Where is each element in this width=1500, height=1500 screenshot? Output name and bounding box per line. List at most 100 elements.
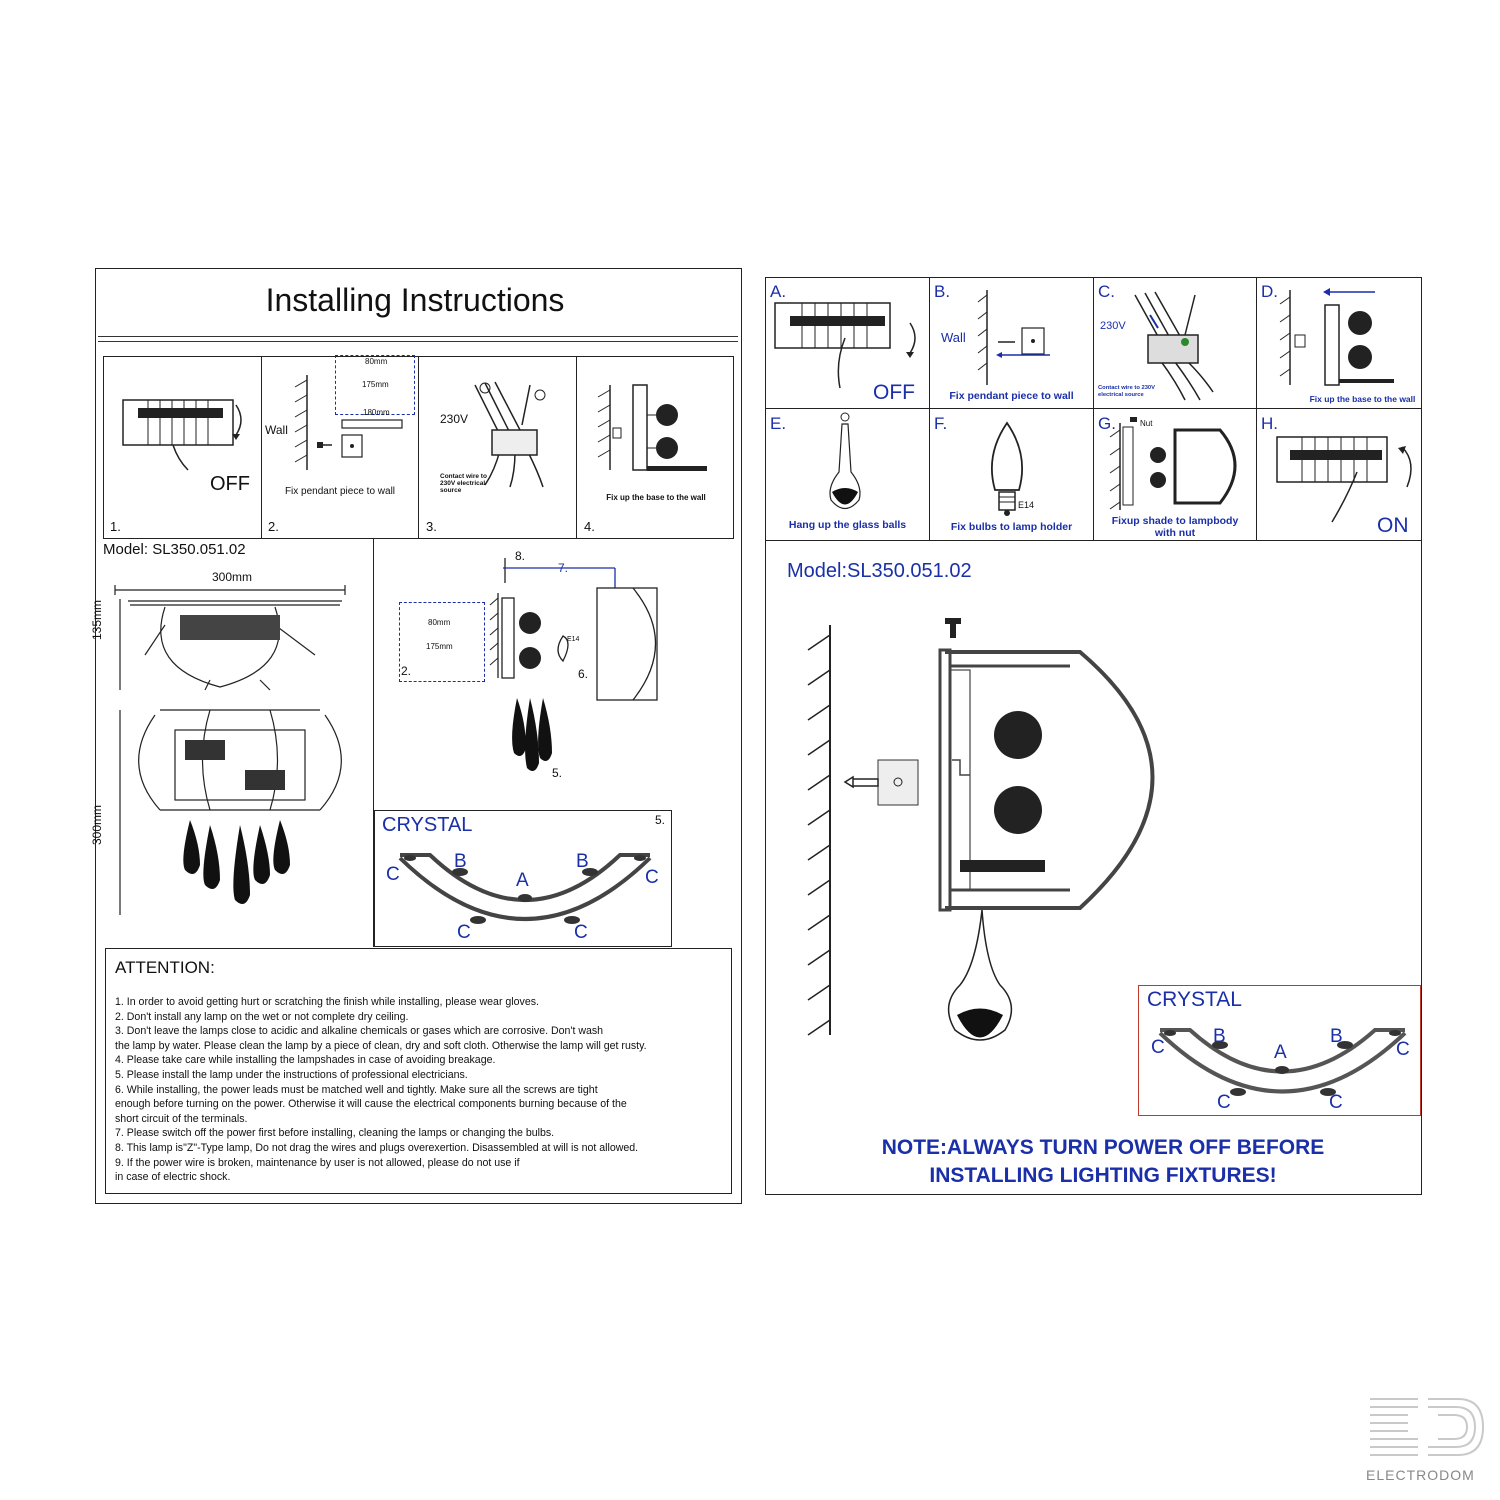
voltage-label: 230V	[1100, 320, 1126, 332]
panel-caption: Contact wire to 230V electrical source	[1098, 385, 1156, 398]
attention-line: 5. Please install the lamp under the ins…	[115, 1068, 468, 1081]
attention-line: the lamp by water. Please clean the lamp…	[115, 1039, 647, 1052]
step-number: 2.	[268, 519, 279, 534]
dim-175: 175mm	[426, 642, 453, 651]
wall-hatch-icon	[294, 375, 308, 470]
step6-label: 6.	[578, 667, 589, 681]
panel-letter: C.	[1098, 282, 1115, 301]
dim-175: 175mm	[362, 380, 389, 389]
width-dim-label: 300mm	[212, 570, 253, 584]
off-label: OFF	[873, 381, 915, 404]
panel-letter: F.	[934, 414, 948, 433]
wall-hatch-icon	[807, 625, 831, 1036]
step-number: 4.	[584, 519, 595, 534]
crystal-letter-c: C	[574, 922, 588, 943]
on-label: ON	[1377, 514, 1409, 537]
model-label: Model:SL350.051.02	[787, 560, 972, 582]
crystal-letter-c: C	[457, 922, 471, 943]
title-divider	[98, 336, 738, 337]
assembly-drawing	[489, 558, 658, 772]
attention-line: short circuit of the terminals.	[115, 1112, 248, 1125]
divider	[373, 539, 374, 947]
step-caption: Contact wire to 230V electrical source	[440, 473, 487, 494]
step-caption: Fix up the base to the wall	[606, 493, 706, 502]
model-label: Model: SL350.051.02	[103, 541, 246, 558]
lamp-side-drawing	[843, 618, 1155, 1041]
attention-line: 6. While installing, the power leads mus…	[115, 1083, 598, 1096]
divider	[261, 356, 262, 539]
attention-line: 1. In order to avoid getting hurt or scr…	[115, 996, 539, 1008]
crystal-step-number: 5.	[655, 813, 666, 827]
divider	[418, 356, 419, 539]
panel-caption: Fixup shade to lampbody with nut	[1111, 515, 1239, 539]
crystal-letter-a: A	[516, 870, 529, 891]
crystal-panel	[1138, 985, 1421, 1116]
terminal-block-icon	[474, 381, 546, 488]
crystal-letter-c: C	[1217, 1092, 1231, 1113]
attention-list: 1. In order to avoid getting hurt or scr…	[115, 995, 727, 1185]
wall-label: Wall	[941, 330, 966, 345]
depth-dim-label: 135mm	[90, 599, 104, 640]
panel-letter: E.	[770, 414, 787, 433]
panel-caption: Hang up the glass balls	[788, 519, 907, 531]
attention-line: 4. Please take care while installing the…	[115, 1054, 496, 1067]
safety-note: NOTE:ALWAYS TURN POWER OFF BEFORE	[881, 1136, 1325, 1159]
panel-letter: A.	[770, 282, 787, 301]
dimension-box	[399, 602, 485, 682]
attention-box	[105, 948, 732, 1194]
voltage-label: 230V	[440, 412, 469, 426]
crystal-title: CRYSTAL	[1147, 988, 1248, 1012]
step5-label: 5.	[552, 766, 563, 780]
breaker-panel-icon	[774, 302, 916, 389]
crystal-letter-b: B	[1213, 1026, 1226, 1047]
pendant-piece-icon	[996, 327, 1050, 358]
attention-line: 7. Please switch off the power first bef…	[115, 1127, 555, 1140]
height-dim-label: 300mm	[90, 804, 104, 845]
dim-80: 80mm	[365, 357, 388, 366]
panel-letter: G.	[1098, 414, 1116, 433]
attention-title: ATTENTION:	[115, 958, 215, 977]
divider	[576, 356, 577, 539]
crystal-letter-b: B	[576, 851, 589, 872]
panel-letter: B.	[934, 282, 951, 301]
divider	[929, 277, 930, 540]
shade-mount-icon	[1109, 417, 1237, 510]
crystal-letter-c: C	[645, 867, 659, 888]
panel-caption: Fix bulbs to lamp holder	[950, 521, 1073, 533]
wall-label: Wall	[265, 423, 288, 437]
crystal-chain-drawing	[398, 853, 652, 924]
terminal-block-icon	[1134, 291, 1214, 401]
panel-caption: Fix up the base to the wall	[1309, 394, 1416, 404]
crystal-letter-a: A	[1274, 1042, 1287, 1063]
step8-label: 8.	[515, 549, 526, 563]
crystal-chain-drawing	[1158, 1028, 1407, 1096]
nut-label: Nut	[1140, 419, 1153, 428]
page-title: Installing Instructions	[265, 282, 565, 318]
left-sheet	[95, 268, 742, 1204]
attention-line: 2. Don't install any lamp on the wet or …	[115, 1010, 409, 1023]
panel-letter: H.	[1261, 414, 1278, 433]
base-mount-icon	[597, 384, 707, 471]
bulb-icon	[990, 421, 1024, 516]
breaker-panel-icon	[1276, 436, 1412, 523]
attention-line: in case of electric shock.	[115, 1171, 231, 1184]
off-label: OFF	[210, 473, 250, 495]
step-caption: Fix pendant piece to wall	[284, 486, 396, 497]
wall-hatch-icon	[977, 290, 988, 385]
panel-caption: Fix pendant piece to wall	[949, 390, 1074, 402]
safety-note: INSTALLING LIGHTING FIXTURES!	[929, 1164, 1277, 1187]
crystal-letter-c: C	[386, 864, 400, 885]
divider	[765, 540, 1422, 541]
title-divider	[98, 341, 738, 342]
step2-label: 2.	[401, 664, 412, 678]
crystal-letter-b: B	[454, 851, 467, 872]
e14-label: E14	[1018, 500, 1035, 510]
divider	[1256, 277, 1257, 540]
attention-line: 8. This lamp is"Z"-Type lamp, Do not dra…	[115, 1141, 639, 1154]
crystal-panel	[374, 810, 672, 947]
attention-line: 9. If the power wire is broken, maintena…	[115, 1156, 520, 1169]
attention-line: 3. Don't leave the lamps close to acidic…	[115, 1025, 604, 1038]
dimension-box	[335, 355, 415, 415]
crystal-letter-c: C	[1151, 1037, 1165, 1058]
panel-letter: D.	[1261, 282, 1278, 301]
